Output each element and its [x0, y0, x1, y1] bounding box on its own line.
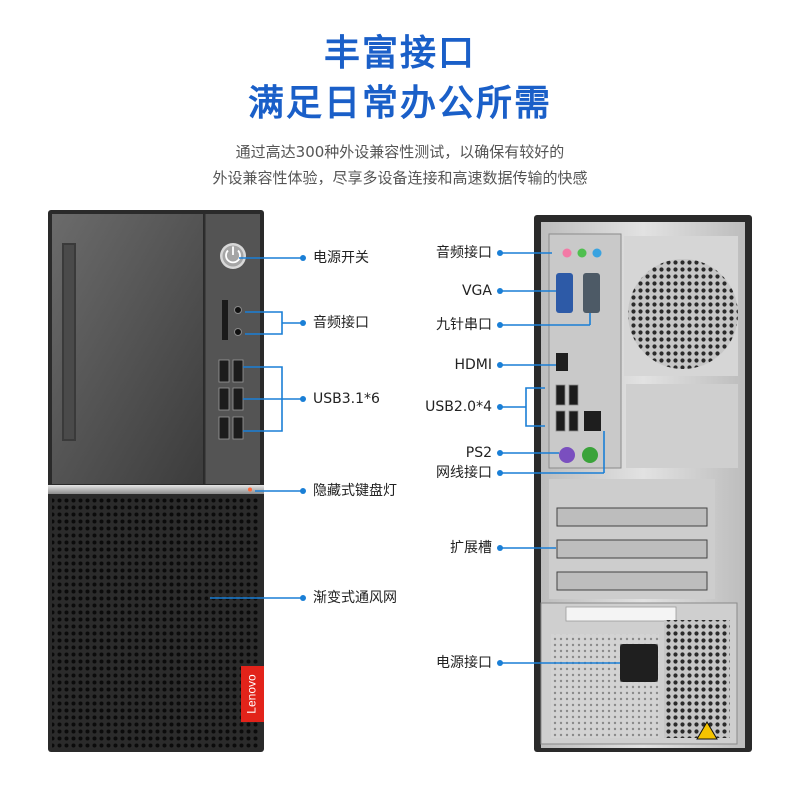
label-usb20: USB2.0*4: [425, 399, 492, 415]
description-line-1: 通过高达300种外设兼容性测试，以确保有较好的: [235, 143, 565, 161]
label-expansion-slots: 扩展槽: [450, 540, 492, 556]
label-ps2: PS2: [465, 445, 492, 461]
front-tower: [48, 210, 264, 752]
label-vga: VGA: [461, 283, 492, 299]
label-serial-port: 九针串口: [436, 317, 492, 333]
label-lan-port: 网线接口: [436, 465, 492, 481]
headline-line-1: 丰富接口: [323, 33, 476, 74]
label-hdmi: HDMI: [454, 357, 492, 373]
power-button-icon: [220, 243, 246, 269]
description-line-2: 外设兼容性体验，尽享多设备连接和高速数据传输的快感: [212, 169, 588, 187]
lenovo-logo: [241, 666, 264, 722]
label-rear-audio: 音频接口: [436, 245, 492, 261]
lenovo-logo-text: Lenovo: [245, 674, 259, 714]
label-front-audio: 音频接口: [313, 315, 369, 331]
label-power-switch: 电源开关: [313, 250, 369, 266]
label-usb31: USB3.1*6: [313, 391, 380, 407]
label-power-port: 电源接口: [436, 655, 492, 671]
headline-line-2: 满足日常办公所需: [247, 83, 552, 124]
label-hidden-keyboard-light: 隐藏式键盘灯: [313, 483, 397, 499]
label-vent-mesh: 渐变式通风网: [313, 590, 397, 606]
rear-tower: [534, 215, 752, 752]
